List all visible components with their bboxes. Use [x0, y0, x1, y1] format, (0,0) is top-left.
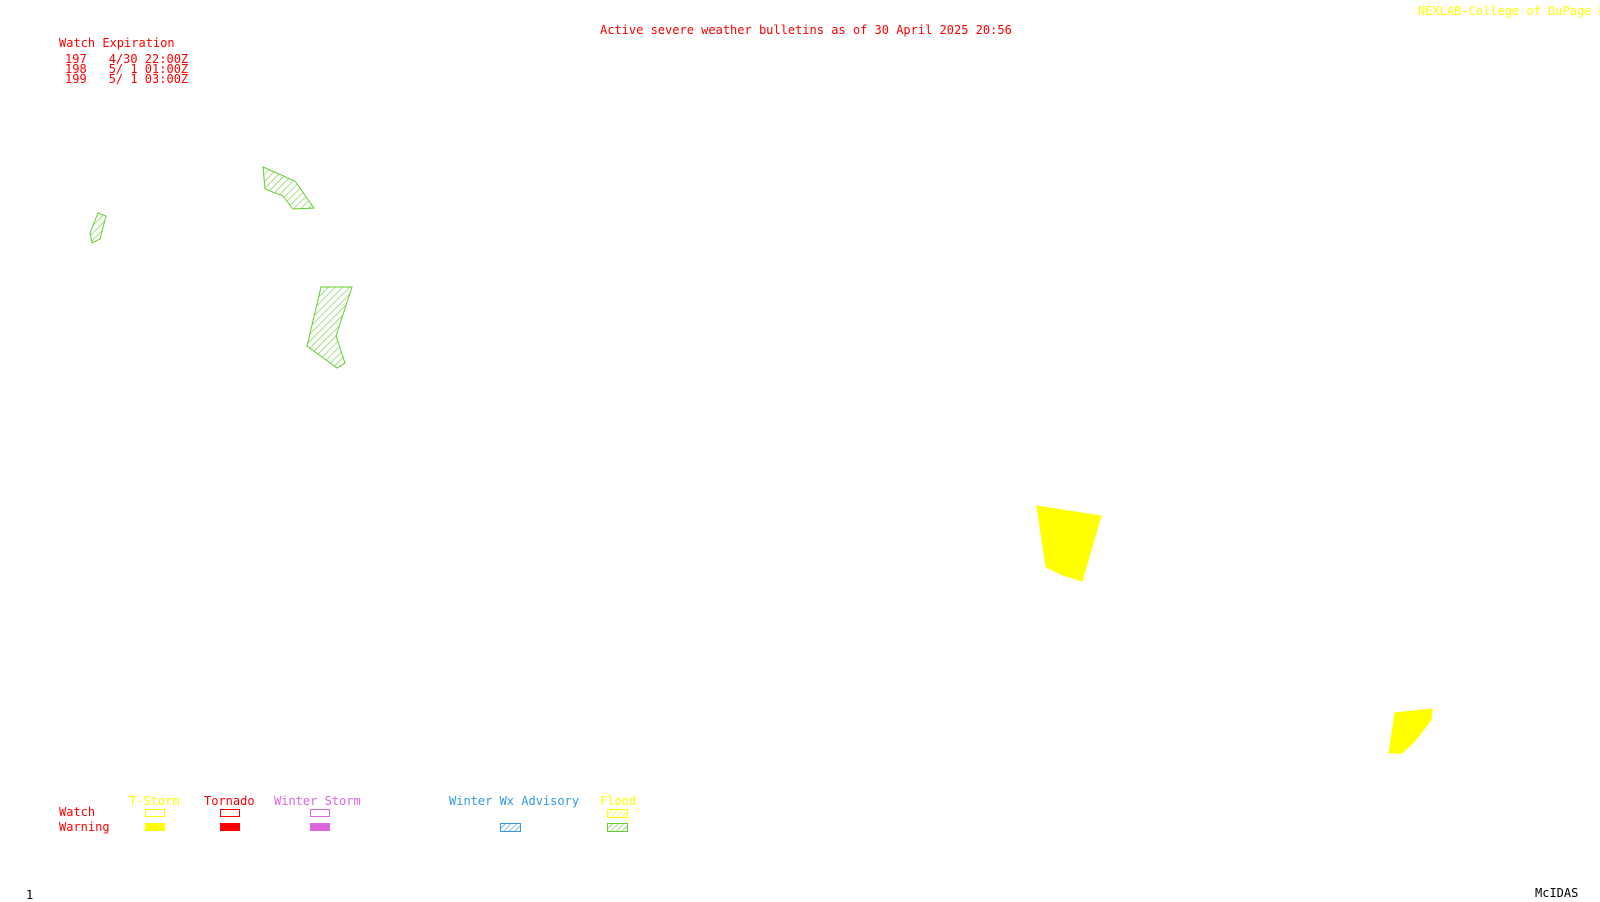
watch-row: 197 4/30 22:00Z	[65, 53, 188, 65]
legend-flood-watch-swatch	[607, 809, 628, 818]
watch-number: 199	[65, 72, 87, 86]
watch-number: 198	[65, 62, 87, 76]
legend-watch-row-label: Watch	[59, 805, 96, 819]
legend-winter-storm-label: Winter Storm	[274, 794, 361, 808]
watch-expires: 5/ 1 01:00Z	[108, 62, 189, 76]
flood-warning-area[interactable]	[262, 166, 315, 210]
watch-number: 197	[65, 52, 87, 66]
watch-row: 199 5/ 1 03:00Z	[65, 73, 188, 85]
legend-tstorm-watch-swatch	[145, 809, 165, 817]
legend-tornado-warning-swatch	[220, 823, 240, 831]
credit-label: NEXLAB-College of DuPage R	[1418, 4, 1600, 18]
watch-expires: 4/30 22:00Z	[108, 52, 189, 66]
bulletin-title: Active severe weather bulletins as of 30…	[600, 23, 1012, 37]
legend-winter-storm-warning-swatch	[310, 823, 330, 831]
watch-expiration-title: Watch Expiration	[59, 36, 175, 50]
tstorm-warning-area[interactable]	[1388, 708, 1433, 754]
legend-winter-storm-watch-swatch	[310, 809, 330, 817]
legend-winter-advisory-label: Winter Wx Advisory	[449, 794, 580, 808]
legend-winter-advisory-swatch	[500, 823, 521, 832]
flood-warning-area[interactable]	[306, 286, 353, 369]
legend-tornado-label: Tornado	[204, 794, 255, 808]
legend-flood-warning-swatch	[607, 823, 628, 832]
flood-warning-area[interactable]	[89, 212, 107, 244]
legend-flood-label: Flood	[600, 794, 637, 808]
legend-tstorm-label: T-Storm	[129, 794, 180, 808]
watch-row: 198 5/ 1 01:00Z	[65, 63, 188, 75]
legend-warning-row-label: Warning	[59, 820, 110, 834]
watch-expires: 5/ 1 03:00Z	[108, 72, 189, 86]
frame-number: 1	[26, 888, 34, 902]
legend-tornado-watch-swatch	[220, 809, 240, 817]
tstorm-warning-area[interactable]	[1036, 505, 1102, 582]
software-label: McIDAS	[1535, 886, 1579, 900]
legend-tstorm-warning-swatch	[145, 823, 165, 831]
